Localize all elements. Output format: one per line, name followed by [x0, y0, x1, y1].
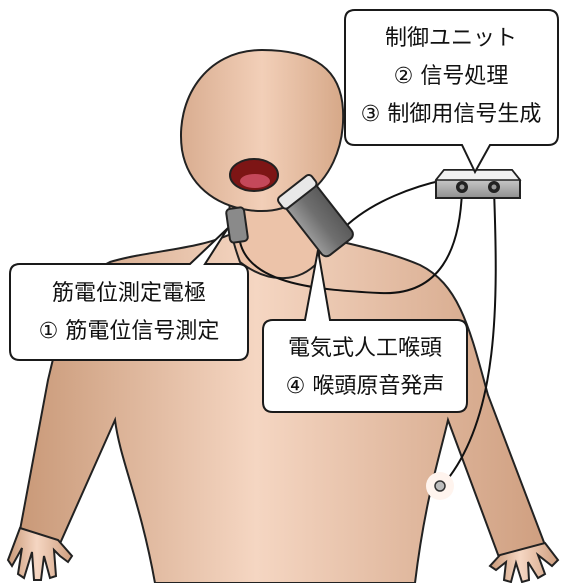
electrolarynx-title: 電気式人工喉頭 [288, 336, 442, 361]
control-unit-title: 制御ユニット [385, 26, 517, 51]
left-hand [6, 526, 74, 581]
emg-electrode-step-1: ① 筋電位信号測定 [39, 319, 220, 344]
electrolarynx-device [276, 173, 354, 258]
control-unit-step-3: ③ 制御用信号生成 [361, 102, 542, 127]
cable-wrist [441, 189, 497, 487]
callout-control-unit: 制御ユニット ② 信号処理 ③ 制御用信号生成 [344, 9, 559, 175]
cable-electrode [239, 189, 463, 295]
callout-electrolarynx: 電気式人工喉頭 ④ 喉頭原音発声 [262, 249, 468, 413]
electrolarynx-step-4: ④ 喉頭原音発声 [286, 374, 445, 399]
right-hand [488, 541, 560, 583]
emg-electrode [225, 206, 249, 244]
emg-electrode-title: 筋電位測定電極 [52, 281, 206, 306]
callout-emg-electrode: 筋電位測定電極 ① 筋電位信号測定 [9, 227, 249, 361]
cable-larynx [339, 179, 445, 233]
wrist-electrode [434, 480, 446, 492]
control-unit-step-2: ② 信号処理 [394, 64, 509, 89]
mouth-inner [240, 174, 270, 188]
head [180, 48, 345, 212]
control-unit-box [434, 169, 522, 199]
